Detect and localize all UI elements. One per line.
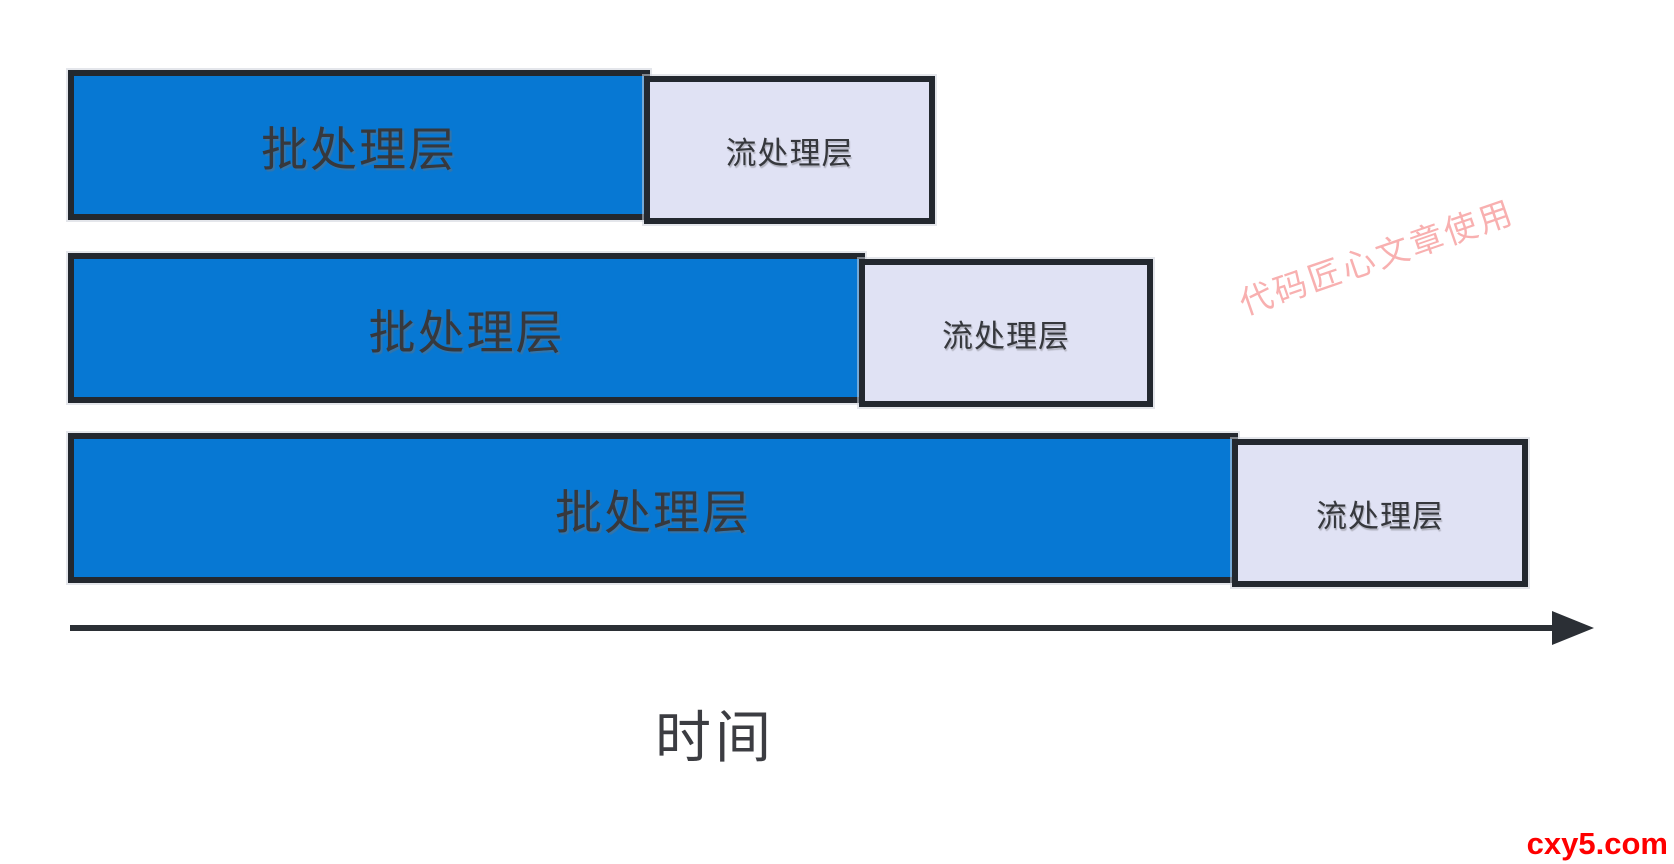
batch-layer-label: 批处理层 — [555, 485, 751, 539]
site-credit: cxy5.com — [1526, 826, 1668, 861]
stream-layer-label: 流处理层 — [725, 135, 854, 171]
time-axis-label: 时间 — [655, 706, 775, 769]
batch-layer-box-1: 批处理层 — [68, 70, 650, 220]
timeline-row-2: 批处理层 流处理层 — [68, 253, 1153, 407]
batch-layer-box-2: 批处理层 — [68, 253, 865, 403]
stream-layer-box-3: 流处理层 — [1232, 439, 1528, 587]
batch-layer-label: 批处理层 — [368, 305, 565, 359]
watermark-text: 代码匠心文章使用 — [1234, 193, 1520, 322]
batch-layer-label: 批处理层 — [261, 122, 457, 176]
timeline-row-1: 批处理层 流处理层 — [68, 70, 935, 224]
stream-layer-label: 流处理层 — [942, 318, 1070, 354]
stream-layer-box-1: 流处理层 — [644, 76, 935, 224]
timeline-row-3: 批处理层 流处理层 — [68, 433, 1528, 587]
stream-layer-box-2: 流处理层 — [859, 259, 1153, 407]
time-axis-line — [70, 625, 1558, 631]
stream-layer-label: 流处理层 — [1316, 498, 1444, 534]
arrow-right-icon — [1552, 611, 1594, 645]
batch-layer-box-3: 批处理层 — [68, 433, 1238, 583]
